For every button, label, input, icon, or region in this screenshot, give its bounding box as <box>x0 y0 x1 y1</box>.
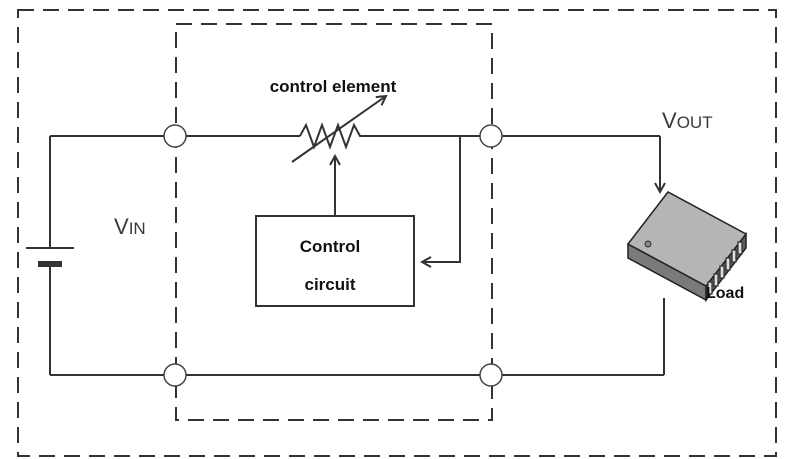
bottom-rail <box>50 298 665 376</box>
control-circuit-box <box>255 215 415 307</box>
regulator-boundary <box>175 23 493 421</box>
control-circuit-label-line2: circuit <box>304 275 355 294</box>
battery-icon <box>26 136 74 375</box>
terminal-in-bottom <box>163 363 187 387</box>
control-circuit-label-line1: Control <box>300 237 360 256</box>
v-in-label: VIN <box>114 214 146 239</box>
terminal-in-top <box>163 124 187 148</box>
ic-chip-icon <box>626 191 748 303</box>
terminal-out-top <box>479 124 503 148</box>
v-out-label: VOUT <box>662 108 713 133</box>
control-element-label: control element <box>270 77 397 96</box>
feedback-path <box>422 136 461 262</box>
terminal-out-bottom <box>479 363 503 387</box>
load-label: Load <box>706 285 744 302</box>
variable-resistor-icon <box>291 96 386 163</box>
top-rail <box>50 135 660 192</box>
outer-boundary <box>17 9 777 457</box>
